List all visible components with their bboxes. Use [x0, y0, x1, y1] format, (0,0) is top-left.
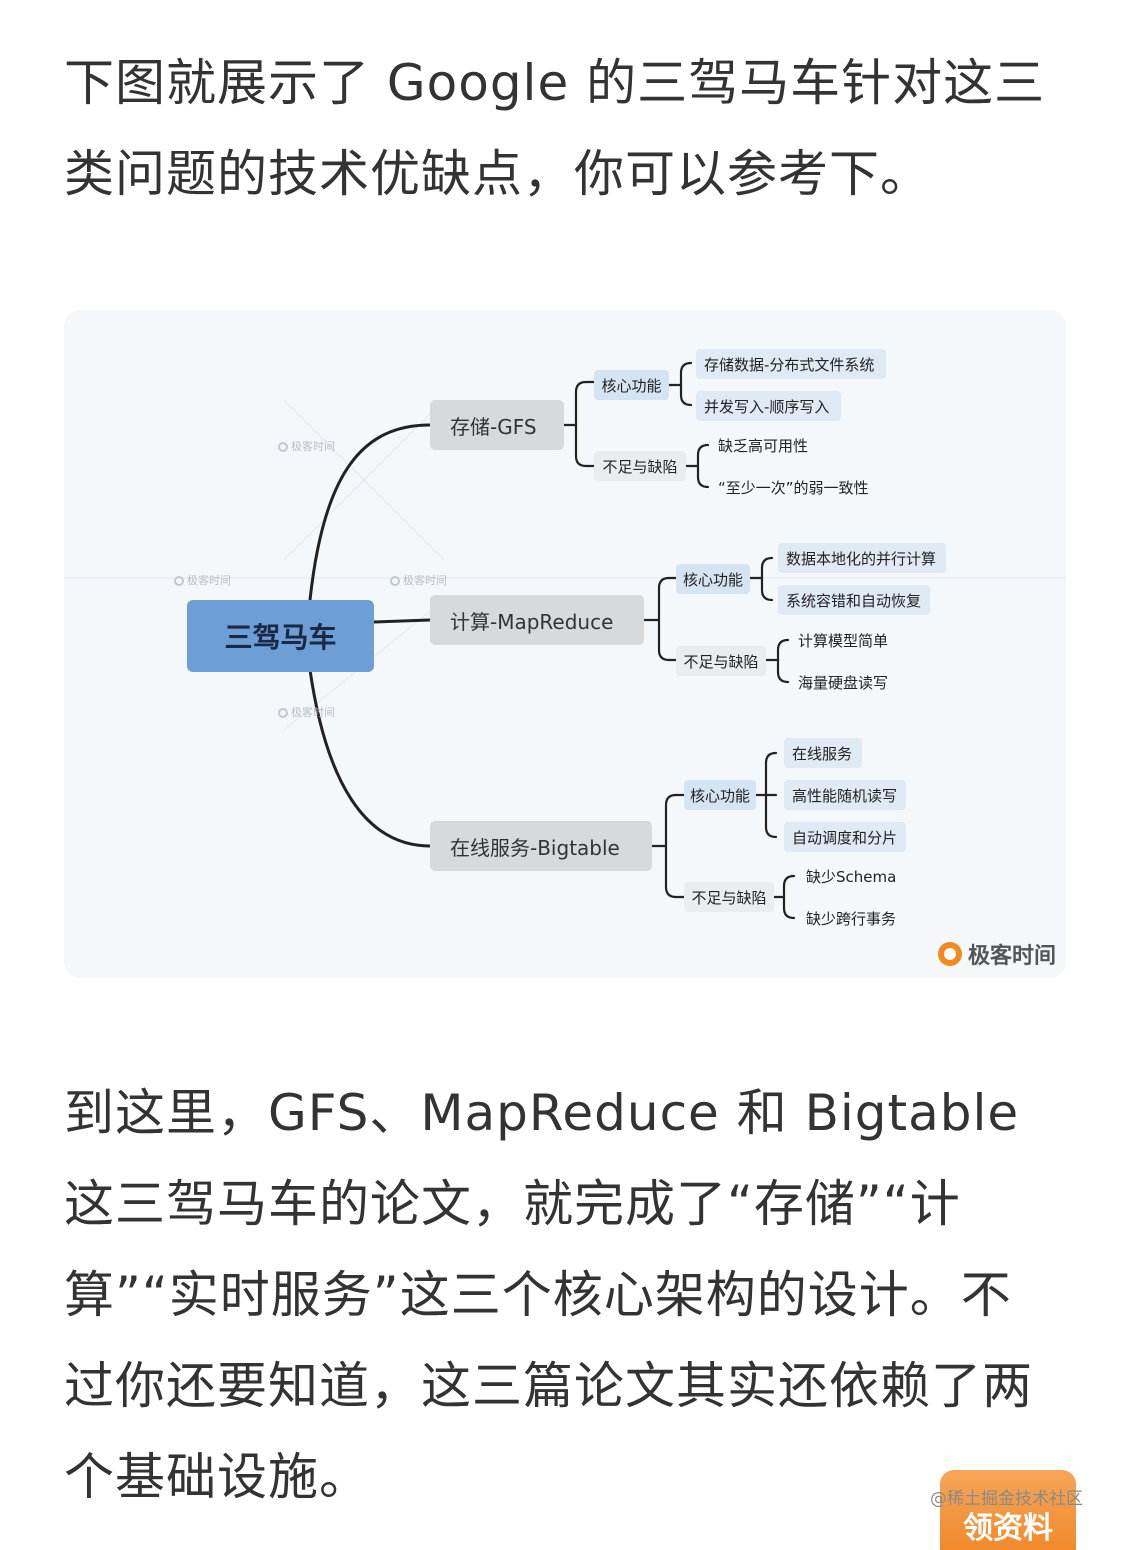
- outro-line: 个基础设施。: [64, 1448, 370, 1506]
- defect-node: 不足与缺陷: [676, 646, 766, 676]
- root-node: 三驾马车: [187, 600, 374, 672]
- leaf-node: 缺少跨行事务: [806, 909, 897, 928]
- leaf-node: “至少一次”的弱一致性: [718, 478, 869, 497]
- outro-line: 算”“实时服务”这三个核心架构的设计。不: [64, 1266, 1012, 1324]
- watermark: 极客时间: [174, 572, 231, 588]
- geek-logo-icon: [278, 442, 288, 452]
- defect-node: 不足与缺陷: [684, 882, 774, 912]
- core-function-node: 核心功能: [684, 780, 756, 810]
- geek-logo-icon: [937, 942, 962, 966]
- leaf-node: 高性能随机读写: [784, 780, 906, 810]
- intro-line: 类问题的技术优缺点，你可以参考下。: [64, 145, 931, 203]
- outro-line: 过你还要知道，这三篇论文其实还依赖了两: [64, 1357, 1033, 1415]
- community-watermark: @稀土掘金技术社区: [930, 1489, 1083, 1509]
- branch-node-gfs: 存储-GFS: [430, 400, 564, 450]
- leaf-node: 数据本地化的并行计算: [778, 543, 946, 573]
- intro-line: 下图就展示了 Google 的三驾马车针对这三: [64, 54, 1046, 112]
- leaf-node: 在线服务: [784, 738, 862, 768]
- geek-logo-icon: [390, 576, 400, 586]
- branch-node-bigtable: 在线服务-Bigtable: [430, 821, 652, 871]
- core-function-node: 核心功能: [594, 370, 669, 400]
- watermark: 极客时间: [278, 438, 335, 454]
- geek-logo-icon: [278, 708, 288, 718]
- leaf-node: 缺乏高可用性: [718, 436, 809, 455]
- defect-node: 不足与缺陷: [594, 451, 686, 481]
- outro-line: 这三驾马车的论文，就完成了“存储”“计: [64, 1175, 961, 1233]
- brand-logo: 极客时间: [937, 938, 1056, 970]
- geek-logo-icon: [174, 576, 184, 586]
- leaf-node: 并发写入-顺序写入: [696, 391, 841, 421]
- outro-paragraph: 到这里，GFS、MapReduce 和 Bigtable 这三驾马车的论文，就完…: [64, 1068, 1064, 1523]
- leaf-node: 自动调度和分片: [784, 822, 906, 852]
- leaf-node: 存储数据-分布式文件系统: [696, 349, 886, 379]
- mindmap-connectors: [64, 361, 1066, 920]
- leaf-node: 海量硬盘读写: [798, 673, 889, 692]
- watermark: 极客时间: [390, 572, 447, 588]
- mindmap-diagram: 极客时间 极客时间 极客时间 极客时间 三驾马车 存储-GFS 核心功能 存储数…: [64, 310, 1066, 978]
- get-materials-button[interactable]: 领资料: [940, 1470, 1076, 1550]
- core-function-node: 核心功能: [676, 564, 750, 594]
- leaf-node: 系统容错和自动恢复: [778, 585, 930, 615]
- outro-line: 到这里，GFS、MapReduce 和 Bigtable: [64, 1084, 1020, 1142]
- branch-node-mapreduce: 计算-MapReduce: [430, 595, 644, 645]
- leaf-node: 计算模型简单: [798, 631, 889, 650]
- intro-paragraph: 下图就展示了 Google 的三驾马车针对这三 类问题的技术优缺点，你可以参考下…: [64, 38, 1064, 220]
- leaf-node: 缺少Schema: [806, 867, 897, 886]
- watermark: 极客时间: [278, 704, 335, 720]
